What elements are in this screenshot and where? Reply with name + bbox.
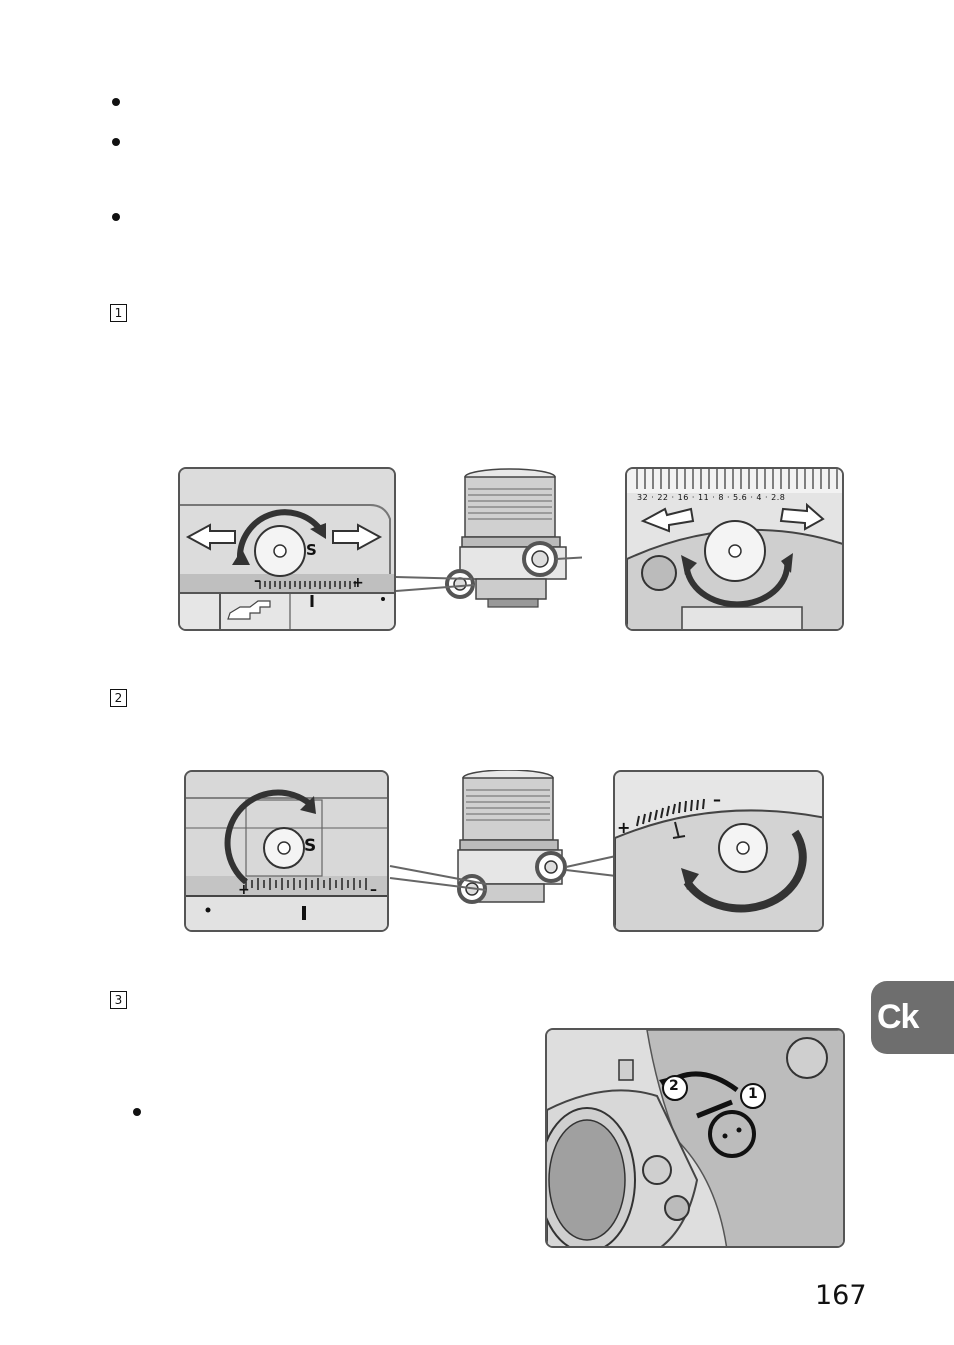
bullet-3 [112, 213, 120, 221]
aperture-scale: 32 · 22 · 16 · 11 · 8 · 5.6 · 4 · 2.8 [637, 493, 786, 502]
step-3-marker: 3 [110, 991, 127, 1009]
scale-plus-2r: + [617, 818, 631, 837]
aperture-5-6: 5.6 [733, 493, 748, 502]
ruler-minus: – [254, 573, 261, 589]
step2-right-panel: + – [613, 770, 824, 932]
callout-1: 1 [748, 1086, 758, 1102]
step1-right-panel: 32 · 22 · 16 · 11 · 8 · 5.6 · 4 · 2.8 [625, 467, 844, 631]
aperture-16: 16 [677, 493, 689, 502]
step-2-marker: 2 [110, 689, 127, 707]
aperture-22: 22 [657, 493, 669, 502]
step2-left-panel: S + – [184, 770, 389, 932]
step1-left-panel: S – + [178, 467, 396, 631]
aperture-2-8: 2.8 [771, 493, 786, 502]
aperture-11: 11 [697, 493, 710, 502]
bullet-1 [112, 98, 120, 106]
ruler-minus-2: – [370, 882, 377, 898]
callout-2: 2 [669, 1078, 679, 1094]
scale-minus-2r: – [713, 790, 721, 809]
step2-lens-illustration [389, 770, 617, 904]
bullet-2 [112, 138, 120, 146]
aperture-8: 8 [718, 493, 724, 502]
aperture-32: 32 [637, 493, 649, 502]
ruler-plus: + [352, 575, 364, 591]
step-1-marker: 1 [110, 304, 127, 322]
step1-lens-illustration [395, 468, 582, 608]
page-number: 167 [815, 1280, 867, 1311]
aperture-4: 4 [756, 493, 763, 502]
ruler-plus-2: + [238, 882, 250, 898]
bullet-4 [133, 1108, 141, 1116]
step3-camera-panel: 2 1 [545, 1028, 845, 1248]
dial-letter-s-2: S [304, 836, 317, 856]
dial-letter-s: S [306, 541, 317, 559]
section-tab: Ck [871, 981, 954, 1054]
